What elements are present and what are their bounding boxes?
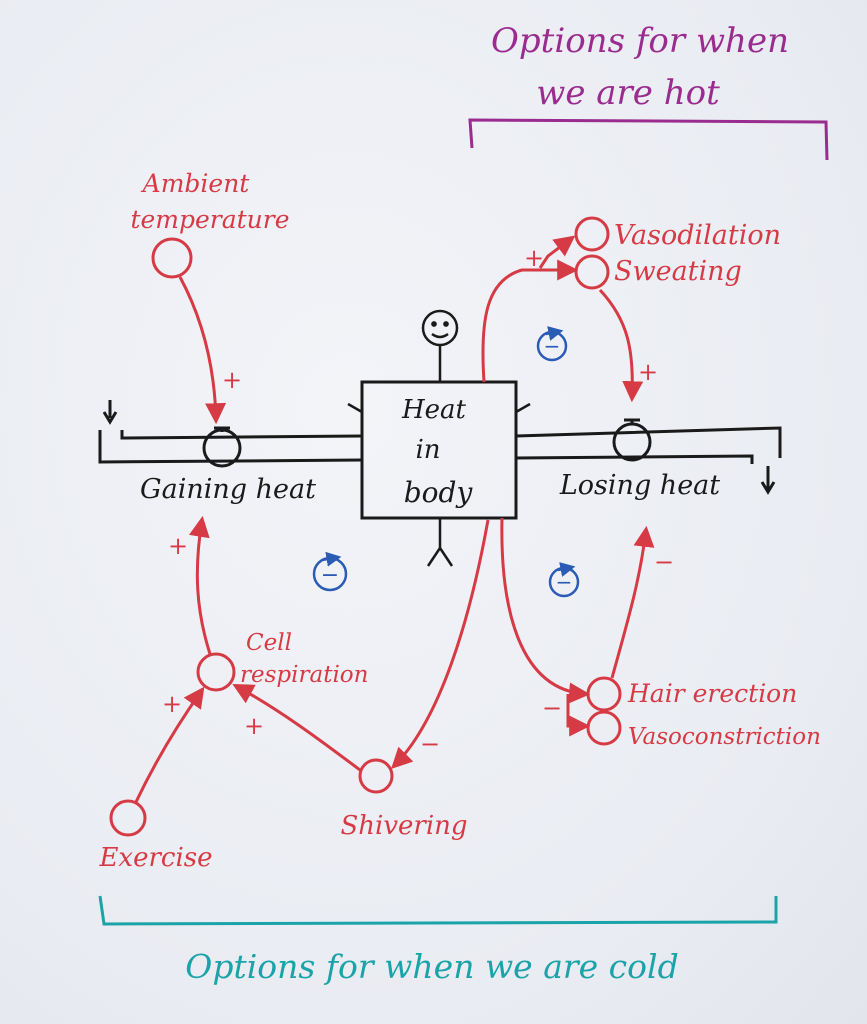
cell-respiration-node [196,652,236,692]
sign-ambient-to-gaining: + [222,366,242,394]
stock-label-line2: in [415,435,440,465]
hot-options-title-line2: we are hot [536,73,720,113]
flow-pipe-gaining [98,400,363,464]
link-ambient-to-gaining [178,276,227,425]
link-heat-to-vasodilation [538,235,576,269]
gaining-heat-valve-icon [202,426,242,468]
loop-marker-bottom-left: − [312,551,348,592]
link-heat-to-vasoconstriction [566,694,591,737]
hair-erection-label: Hair erection [627,679,797,708]
loop-marker-top-right: − [536,326,568,362]
shivering-label: Shivering [340,811,467,841]
loop-sign-bottom-right: − [556,570,573,594]
link-exercise-to-cell [134,686,205,803]
ambient-label-line1: Ambient [141,169,251,198]
link-heat-to-sweating [481,259,579,383]
sign-hair-to-losing: − [654,548,674,576]
exercise-node [109,799,147,837]
exercise-label: Exercise [98,843,212,873]
link-shivering-to-cell [232,683,361,772]
hot-options-title-line1: Options for when [491,21,789,61]
ambient-temperature-node [151,237,193,279]
sign-to-vasodilation: + [524,244,544,272]
cell-label-line2: respiration [240,662,368,688]
loop-sign-top-right: − [544,334,561,358]
link-hair-to-losing [610,525,655,679]
vasodilation-node [574,216,610,252]
cold-options-bracket [98,895,778,926]
flow-pipe-losing [515,426,782,495]
link-sweating-to-losing [598,288,644,403]
ambient-label-line2: temperature [130,205,289,234]
stock-label-line1: Heat [401,395,467,425]
sweating-node [574,254,610,290]
vasoconstriction-label: Vasoconstriction [628,724,821,750]
loop-marker-bottom-right: − [548,562,580,598]
flow-label-gaining-heat: Gaining heat [140,474,316,505]
vasodilation-label: Vasodilation [614,220,781,251]
cold-options-title: Options for when we are cold [185,947,678,986]
link-heat-to-shivering [391,519,490,769]
stock-heat-in-body: Heat in body [347,380,531,520]
loop-sign-bottom-left: − [321,563,339,588]
stock-label-line3: body [404,476,474,509]
hair-erection-node [586,676,622,712]
losing-heat-valve-icon [612,418,652,462]
flow-label-losing-heat: Losing heat [559,470,720,501]
sign-shivering-to-cell: + [244,712,264,740]
stick-figure-icon [421,309,459,567]
hot-options-bracket [468,118,829,161]
shivering-node [358,758,394,794]
vasoconstriction-node [586,710,622,746]
sweating-label: Sweating [614,256,742,287]
sign-to-hair: − [542,694,562,722]
sign-cell-to-gaining: + [168,532,188,560]
cell-label-line1: Cell [246,630,292,656]
link-heat-to-hair-erection [500,517,591,704]
link-cell-to-gaining [188,515,212,655]
sign-to-losing: + [638,358,658,386]
sign-exercise-to-cell: + [162,690,182,718]
sign-to-shivering: − [420,730,440,758]
